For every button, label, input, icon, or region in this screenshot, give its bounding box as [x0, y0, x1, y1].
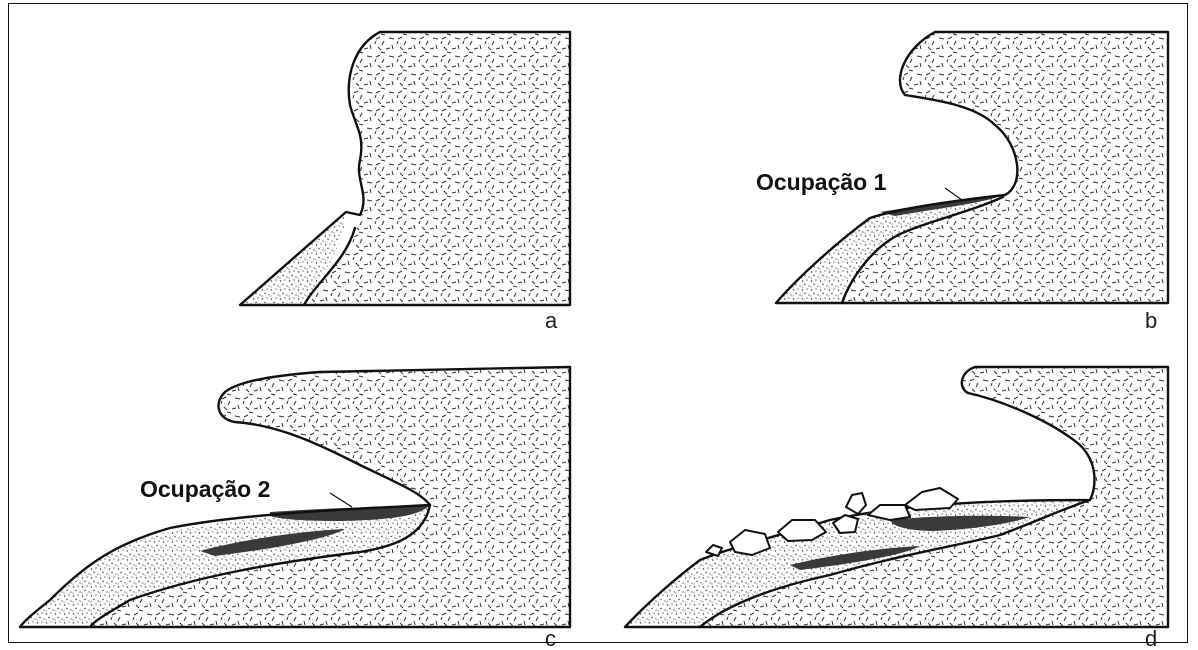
callout-leader-line: [330, 493, 352, 507]
panel-b-letter: b: [1145, 308, 1157, 333]
panel-c: Ocupação 2 c: [20, 367, 570, 650]
callout-label: Ocupação 2: [140, 476, 270, 502]
callout-leader-line: [945, 188, 962, 200]
panel-b-bedrock: [842, 32, 1168, 303]
panel-b: Ocupação 1 b: [756, 32, 1168, 333]
callout-label: Ocupação 1: [756, 169, 887, 195]
panel-a-letter: a: [545, 308, 558, 333]
panel-a-bedrock: [304, 32, 570, 305]
panel-d-letter: d: [1145, 626, 1157, 650]
panel-c-letter: c: [545, 626, 556, 650]
panel-d: d: [625, 367, 1168, 650]
panel-a: a: [240, 32, 570, 333]
